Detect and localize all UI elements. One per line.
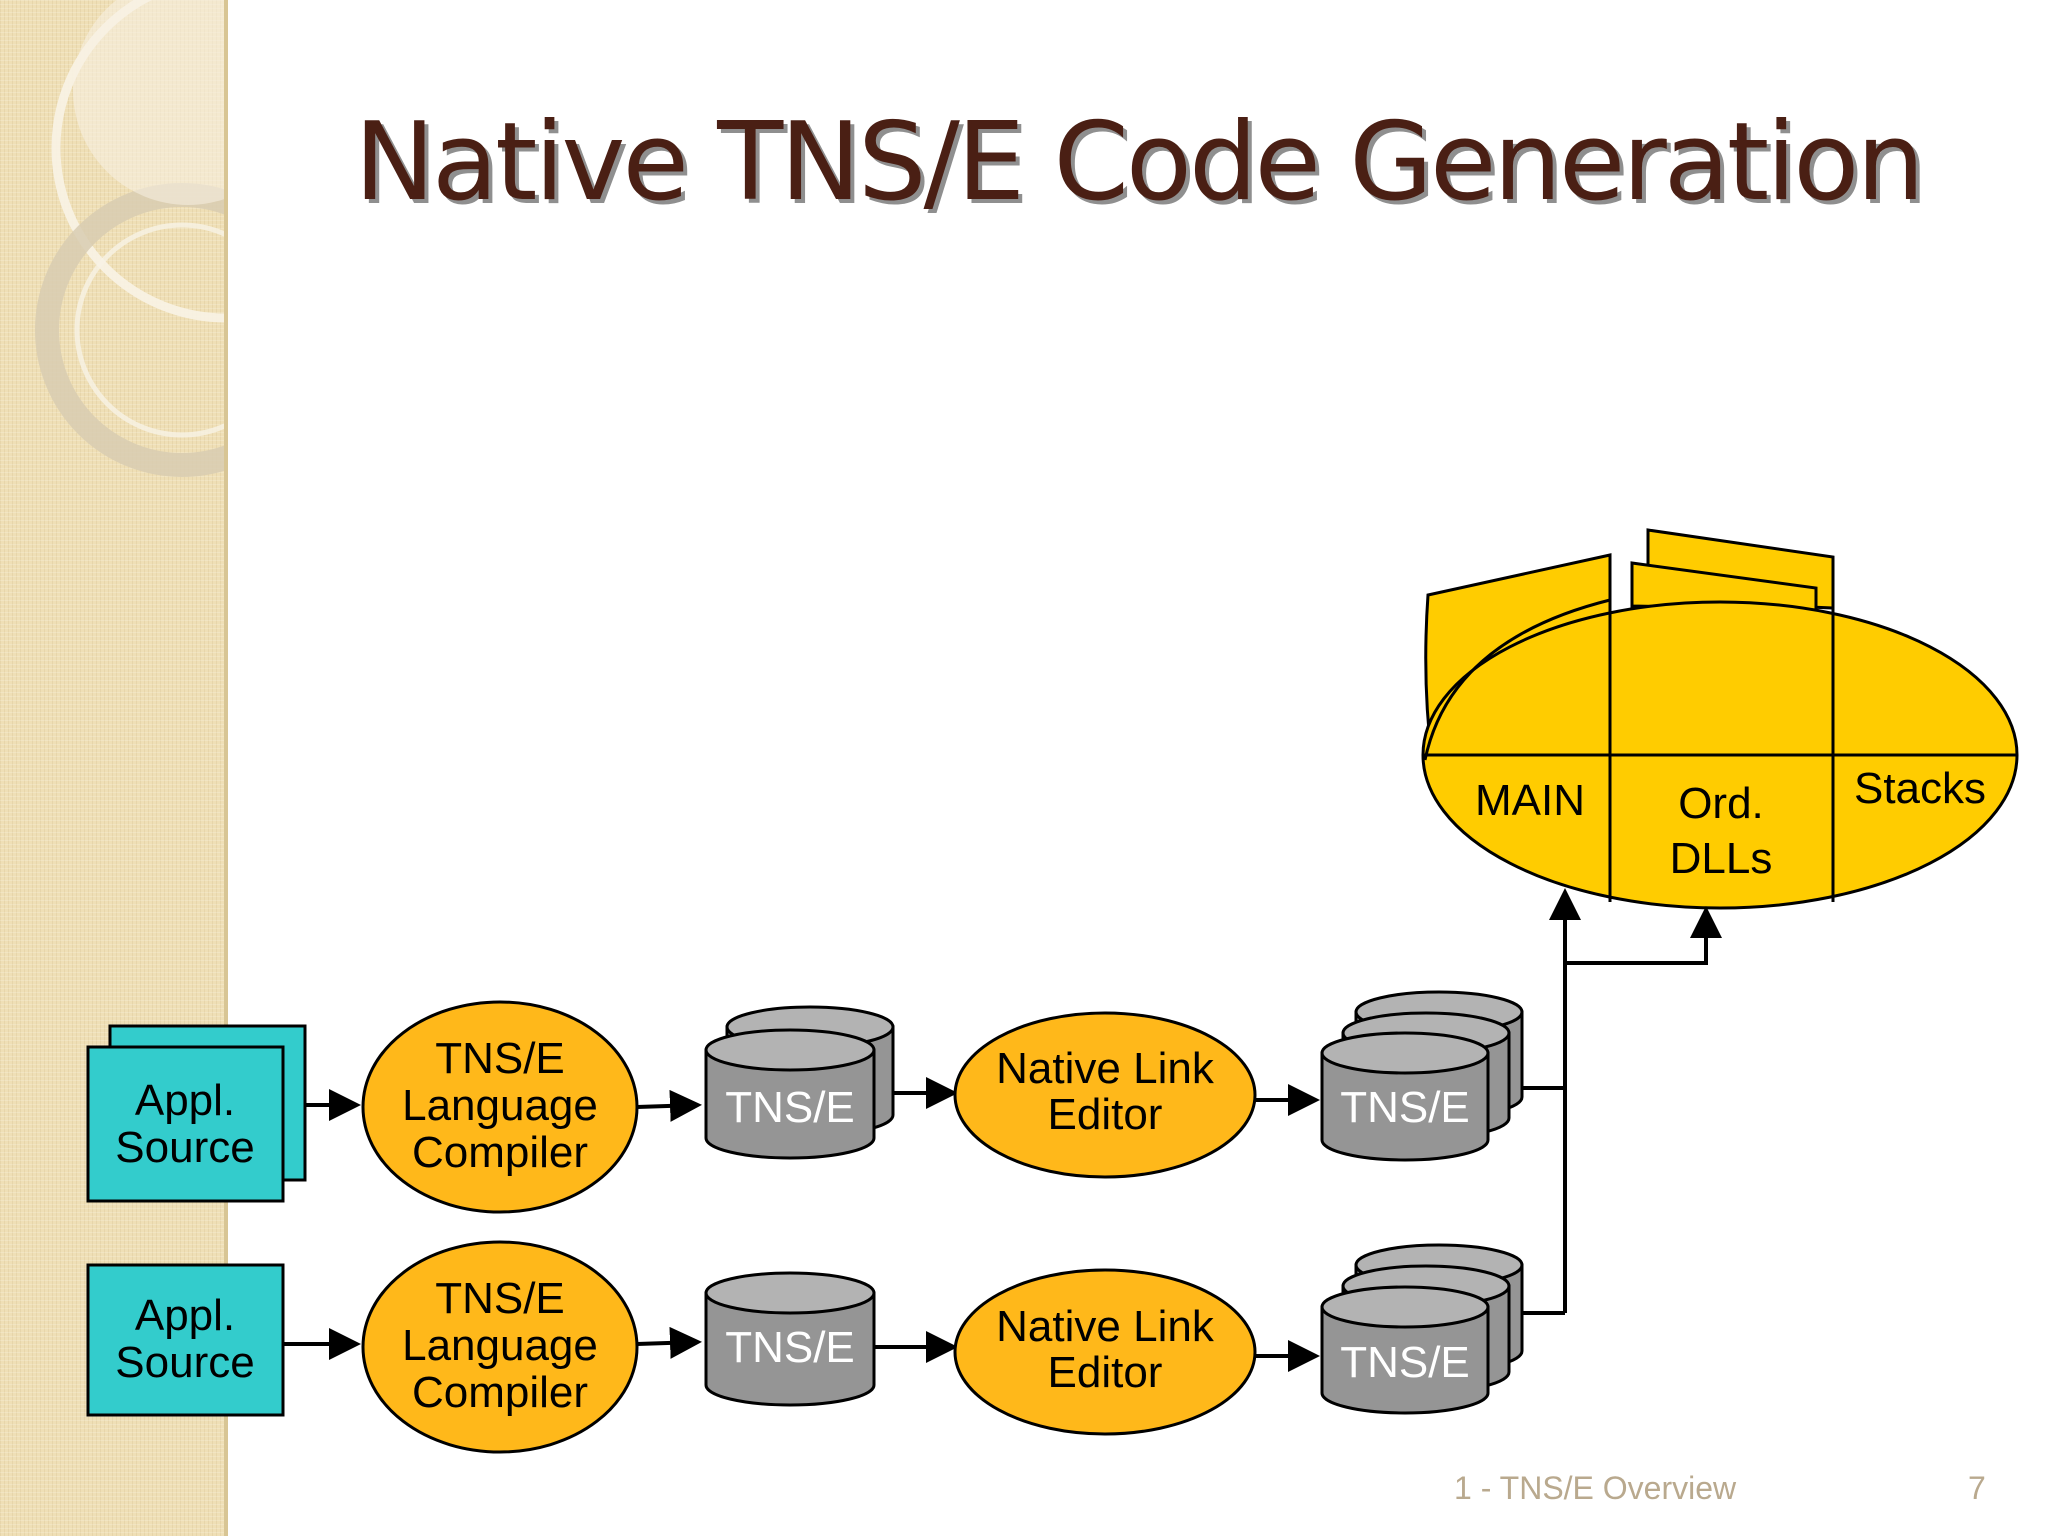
source-box [86, 1263, 285, 1417]
compiler-label-line2: Language [402, 1321, 598, 1370]
pipeline-1: Appl. Source TNS/E Language Compiler TNS… [86, 990, 1524, 1214]
source-label-line1: Appl. [135, 1076, 235, 1125]
source-label-line2: Source [115, 1338, 254, 1387]
compiler-label-line1: TNS/E [435, 1274, 565, 1323]
page-number: 7 [1968, 1470, 1986, 1506]
memory-stacks-label: Stacks [1854, 764, 1986, 813]
object-file-database-stack: TNS/E [704, 1005, 895, 1160]
output-database-stack: TNS/E [1320, 1243, 1524, 1415]
source-box [86, 1045, 285, 1203]
compiler-label-line3: Compiler [412, 1368, 588, 1417]
output-database-stack: TNS/E [1320, 990, 1524, 1162]
source-label-line2: Source [115, 1123, 254, 1172]
output-label: TNS/E [1340, 1083, 1470, 1132]
memory-dlls-label-line1: Ord. [1678, 779, 1764, 828]
memory-dlls-label-line2: DLLs [1670, 834, 1773, 883]
source-label-line1: Appl. [135, 1291, 235, 1340]
memory-layout-diagram: MAIN Ord. DLLs Stacks [1421, 528, 2019, 910]
output-connectors [1522, 888, 1722, 1315]
compiler-label-line2: Language [402, 1081, 598, 1130]
linker-label-line2: Editor [1048, 1348, 1163, 1397]
pipeline-2: Appl. Source TNS/E Language Compiler TNS… [86, 1240, 1524, 1454]
object-file-label: TNS/E [725, 1083, 855, 1132]
compiler-label-line1: TNS/E [435, 1034, 565, 1083]
compiler-ellipse [361, 1240, 639, 1454]
output-label: TNS/E [1340, 1338, 1470, 1387]
linker-label-line1: Native Link [996, 1302, 1215, 1351]
object-file-database: TNS/E [704, 1271, 876, 1407]
memory-main-label: MAIN [1475, 776, 1585, 825]
linker-label-line1: Native Link [996, 1044, 1215, 1093]
sidebar-edge [224, 0, 228, 1536]
linker-label-line2: Editor [1048, 1090, 1163, 1139]
object-file-label: TNS/E [725, 1323, 855, 1372]
linker-ellipse [953, 1268, 1257, 1436]
linker-ellipse [953, 1011, 1257, 1179]
footer-label: 1 - TNS/E Overview [1454, 1470, 1737, 1506]
slide-title: Native TNS/E Code Generation [354, 100, 1925, 225]
compiler-label-line3: Compiler [412, 1128, 588, 1177]
